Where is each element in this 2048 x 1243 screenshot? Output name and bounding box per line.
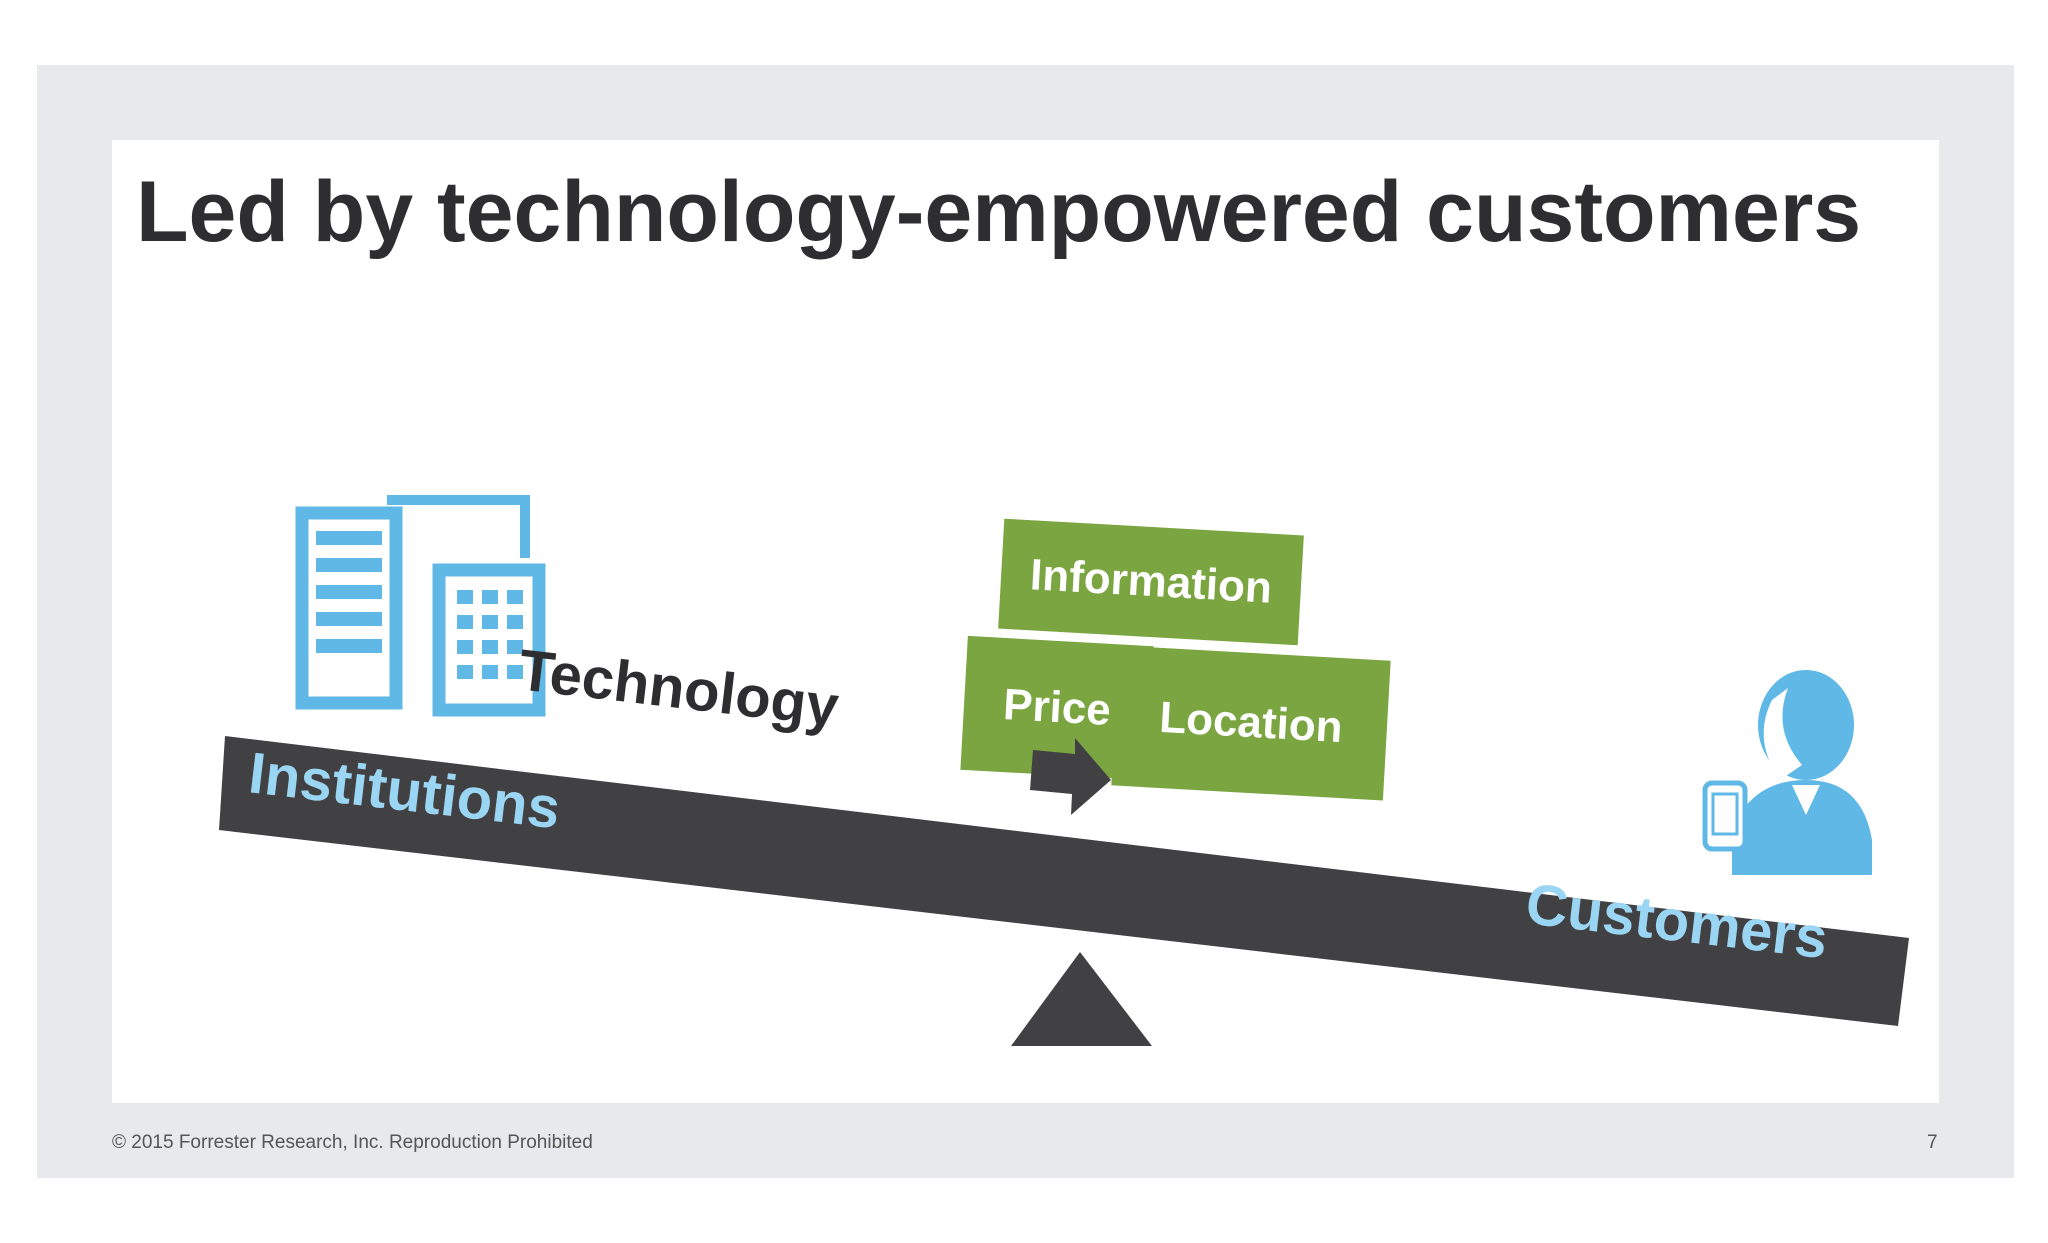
seesaw-beam (219, 736, 1909, 1026)
office-buildings-icon (295, 495, 546, 717)
page-number: 7 (1927, 1132, 1938, 1153)
triangle-fulcrum-icon (1011, 952, 1152, 1046)
person-with-smartphone-icon (1702, 670, 1872, 875)
slide-title: Led by technology-empowered customers (136, 164, 1862, 260)
block-label-price: Price (1002, 680, 1112, 735)
block-location: Location (1111, 645, 1391, 801)
right-arrow-icon (1030, 738, 1111, 815)
block-price: Price (960, 635, 1154, 781)
slide-frame: Led by technology-empowered customers (37, 65, 2014, 1178)
technology-label: Technology (515, 637, 842, 739)
slide: Led by technology-empowered customers (112, 140, 1939, 1103)
seesaw-diagram: Information Price Location Institutions … (219, 495, 1909, 1046)
block-label-location: Location (1158, 693, 1344, 752)
footer-copyright: © 2015 Forrester Research, Inc. Reproduc… (112, 1132, 593, 1153)
block-information: Information (998, 518, 1304, 646)
